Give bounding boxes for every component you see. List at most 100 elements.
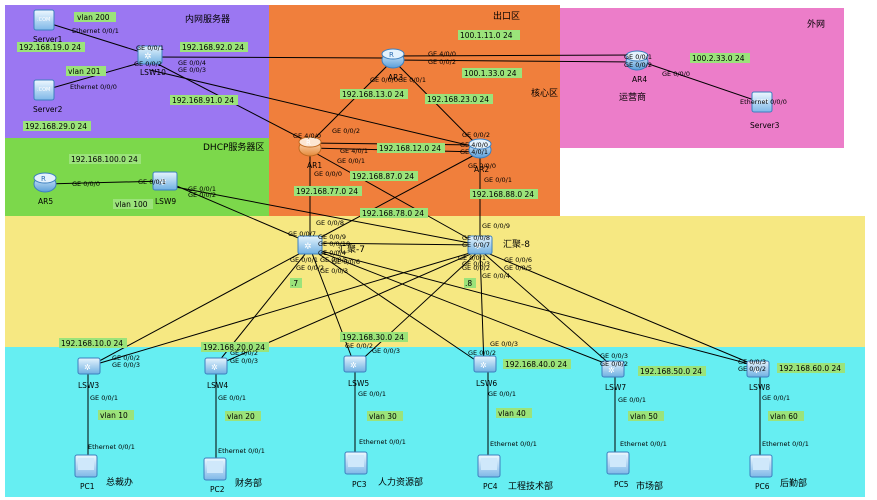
port-label: Ethernet 0/0/1 bbox=[490, 440, 537, 448]
pc-icon[interactable] bbox=[74, 454, 98, 478]
device-label-server1: Server1 bbox=[33, 35, 63, 44]
device-label-ar5: AR5 bbox=[38, 197, 53, 206]
svg-text:R: R bbox=[389, 51, 394, 59]
device-label-pc6: PC6 bbox=[755, 482, 770, 491]
zone-internet bbox=[560, 8, 844, 148]
pc-icon[interactable] bbox=[749, 454, 773, 478]
vlan-label-20: vlan 20 bbox=[227, 412, 255, 421]
port-label: GE 0/0/1 bbox=[218, 394, 246, 402]
port-label: GE 0/0/0 bbox=[662, 70, 690, 78]
net-label-vlan30: 192.168.30.0 24 bbox=[342, 333, 404, 342]
switch-icon[interactable]: ✲ bbox=[343, 355, 367, 373]
port-label: Ethernet 0/0/1 bbox=[88, 443, 135, 451]
router-icon[interactable]: R bbox=[298, 136, 322, 157]
vlan-label-40: vlan 40 bbox=[498, 409, 526, 418]
zone-title-egress: 出口区 bbox=[493, 10, 520, 22]
device-label-lsw9: LSW9 bbox=[155, 197, 176, 206]
switch-icon[interactable]: ✲ bbox=[204, 357, 228, 375]
port-label: GE 0/0/2 bbox=[624, 61, 652, 69]
department-label-5: 市场部 bbox=[636, 480, 663, 492]
server-icon[interactable]: .COM bbox=[33, 79, 55, 101]
links bbox=[44, 21, 764, 465]
net-label-vlan40: 192.168.40.0 24 bbox=[505, 360, 567, 369]
svg-text:✲: ✲ bbox=[608, 366, 615, 375]
svg-text:✲: ✲ bbox=[144, 52, 152, 62]
device-label-lsw5: LSW5 bbox=[348, 379, 369, 388]
pc-icon[interactable] bbox=[203, 457, 227, 481]
svg-text:R: R bbox=[41, 175, 46, 183]
device-label-ar4: AR4 bbox=[632, 75, 647, 84]
port-label: Ethernet 0/0/0 bbox=[740, 98, 787, 106]
svg-text:.COM: .COM bbox=[755, 99, 768, 105]
vrrp-label-7: .7 bbox=[291, 279, 298, 288]
port-label: GE 0/0/0 bbox=[72, 180, 100, 188]
vrrp-label-8: .8 bbox=[465, 279, 472, 288]
pc-icon[interactable] bbox=[477, 454, 501, 478]
device-label-lsw7: LSW7 bbox=[605, 383, 626, 392]
server-icon[interactable]: .COM bbox=[33, 9, 55, 31]
port-label: GE 0/0/6 bbox=[332, 258, 360, 266]
port-label: GE 0/0/3 bbox=[230, 357, 258, 365]
switch-icon[interactable]: ✲ bbox=[297, 235, 323, 255]
pc-icon[interactable] bbox=[606, 451, 630, 475]
port-label: Ethernet 0/0/1 bbox=[762, 440, 809, 448]
port-label: GE 0/0/1 bbox=[358, 390, 386, 398]
net-label-ar1-agg8: 192.168.87.0 24 bbox=[352, 172, 414, 181]
server-icon[interactable]: .COM bbox=[751, 91, 773, 113]
net-label-vlan50: 192.168.50.0 24 bbox=[640, 367, 702, 376]
device-label-lsw6: LSW6 bbox=[476, 379, 497, 388]
switch-icon[interactable]: ✲ bbox=[137, 45, 163, 65]
port-label: GE 0/0/8 bbox=[462, 234, 490, 242]
net-label-ar3-ar1: 192.168.13.0 24 bbox=[342, 90, 404, 99]
switch-icon[interactable]: ✲ bbox=[152, 171, 178, 191]
net-label-vlan60: 192.168.60.0 24 bbox=[779, 364, 841, 373]
device-label-pc5: PC5 bbox=[614, 480, 629, 489]
vlan-label-201: vlan 201 bbox=[68, 67, 101, 76]
pc-icon[interactable] bbox=[344, 451, 368, 475]
port-label: GE 0/0/2 bbox=[428, 58, 456, 66]
port-label: GE 4/0/0 bbox=[460, 141, 488, 149]
net-label-server1: 192.168.19.0 24 bbox=[19, 43, 81, 52]
port-label: GE 4/0/1 bbox=[460, 148, 488, 156]
port-label: GE 0/0/3 bbox=[320, 267, 348, 275]
port-label: GE 0/0/0 bbox=[468, 162, 496, 170]
router-icon[interactable]: R bbox=[33, 172, 57, 193]
port-label: GE 0/0/0 bbox=[314, 170, 342, 178]
switch-icon[interactable]: ✲ bbox=[473, 355, 497, 373]
port-label: GE 0/0/3 bbox=[178, 66, 206, 74]
port-label: GE 0/0/3 bbox=[490, 340, 518, 348]
vlan-label-10: vlan 10 bbox=[100, 411, 128, 420]
port-label: GE 0/0/8 bbox=[316, 219, 344, 227]
port-label: GE 0/0/1 bbox=[337, 157, 365, 165]
switch-icon[interactable]: ✲ bbox=[77, 357, 101, 375]
port-label: Ethernet 0/0/0 bbox=[70, 83, 117, 91]
svg-text:✲: ✲ bbox=[474, 242, 482, 252]
vlan-label-100: vlan 100 bbox=[115, 200, 148, 209]
device-label-lsw10: LSW10 bbox=[140, 68, 166, 77]
port-label: GE 0/0/2 bbox=[112, 354, 140, 362]
router-icon[interactable] bbox=[625, 50, 649, 71]
zone-title-intranet: 内网服务器 bbox=[185, 13, 230, 25]
port-label: Ethernet 0/0/1 bbox=[359, 438, 406, 446]
port-labels: Ethernet 0/0/1 Ethernet 0/0/0 GE 0/0/1 G… bbox=[70, 27, 809, 455]
router-icon[interactable] bbox=[468, 138, 492, 159]
port-label: GE 0/0/1 bbox=[290, 256, 318, 264]
device-label-server2: Server2 bbox=[33, 105, 63, 114]
port-label: GE 0/0/2 bbox=[332, 127, 360, 135]
port-label: GE 0/0/9 bbox=[318, 233, 346, 241]
port-label: GE 0/0/1 bbox=[398, 76, 426, 84]
zone-title-internet: 外网 bbox=[807, 18, 825, 30]
device-label-lsw3: LSW3 bbox=[78, 381, 99, 390]
net-label-ar3-ar4: 100.1.33.0 24 bbox=[464, 69, 517, 78]
svg-text:✲: ✲ bbox=[84, 363, 91, 372]
switch-icon[interactable]: ✲ bbox=[467, 235, 493, 255]
net-label-ar3-isp: 100.1.11.0 24 bbox=[460, 31, 513, 40]
switch-icon[interactable]: ✲ bbox=[601, 360, 625, 378]
vlan-label-30: vlan 30 bbox=[369, 412, 397, 421]
port-label: GE 0/0/10 bbox=[318, 240, 350, 248]
net-label-ar1-ar2: 192.168.12.0 24 bbox=[379, 144, 441, 153]
router-icon[interactable]: R bbox=[381, 48, 405, 69]
net-label-vlan10: 192.168.10.0 24 bbox=[61, 339, 123, 348]
switch-icon[interactable]: ✲ bbox=[746, 360, 770, 378]
port-label: GE 0/0/3 bbox=[112, 361, 140, 369]
